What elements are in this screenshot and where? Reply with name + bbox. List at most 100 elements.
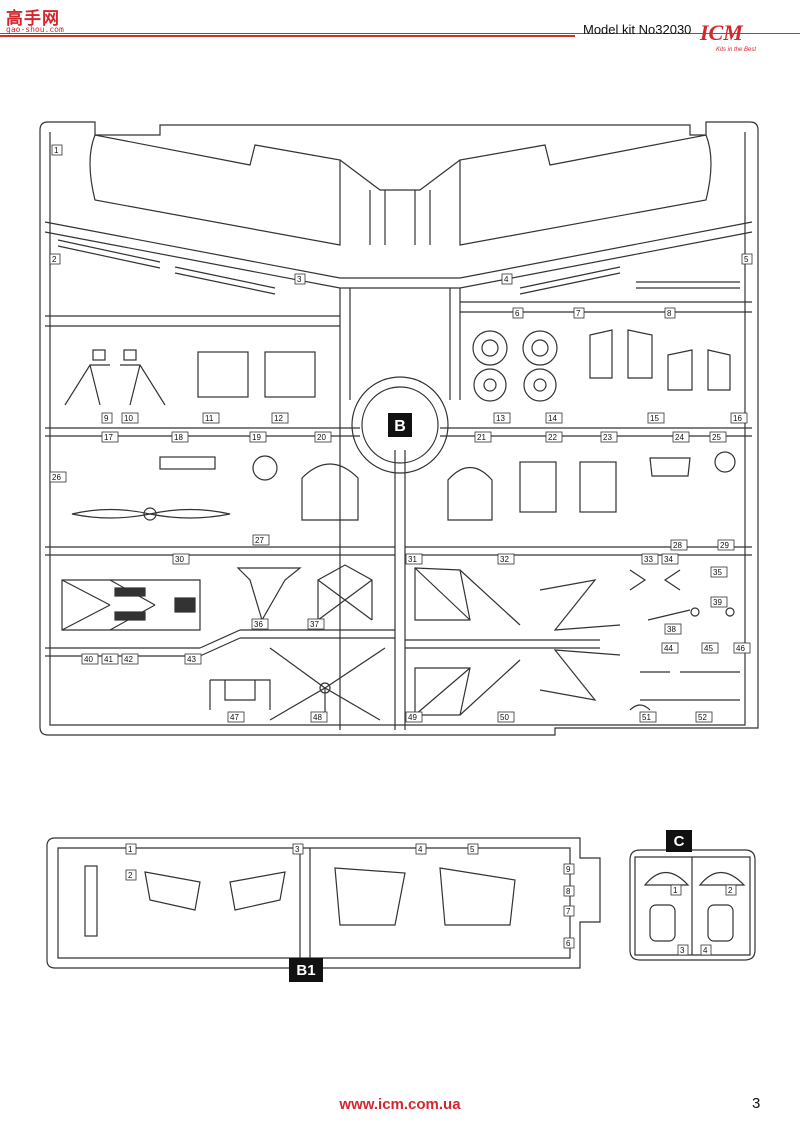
sprue-b-part-label: 47 [230, 713, 239, 722]
sprue-b-part-label: 29 [720, 541, 729, 550]
sprue-b-part-label-box [695, 711, 713, 723]
sprue-b-part-label: 8 [667, 309, 672, 318]
sprue-b-part-label-box [661, 553, 679, 565]
sprue-b-part-label-box [709, 431, 727, 443]
sprue-b-part-label: 33 [644, 555, 653, 564]
sprue-b-part-label: 9 [104, 414, 109, 423]
sprue-b-part-label: 25 [712, 433, 721, 442]
site-logo[interactable]: 高手网 [6, 9, 60, 29]
sprue-b-part-label: 10 [124, 414, 133, 423]
header-rule [0, 33, 800, 34]
sprue-b-part-label-box [252, 534, 270, 546]
sprue-b-part-label: 13 [496, 414, 505, 423]
sprue-b-part-label-box [647, 412, 665, 424]
sprue-b-part-label-box [670, 539, 688, 551]
sprue-b-part-label: 21 [477, 433, 486, 442]
sprue-b-part-label-box [307, 618, 325, 630]
sprue-b1-part-label-box [125, 869, 137, 881]
sprue-b-part-label: 50 [500, 713, 509, 722]
sprue-b1-tag: B1 [296, 962, 315, 979]
header-rule-thick [0, 35, 575, 37]
sprue-b-part-label: 37 [310, 620, 319, 629]
sprue-b-part-label-box [51, 144, 63, 156]
page-number: 3 [752, 1095, 761, 1112]
sprue-b-part-label-box [271, 412, 289, 424]
sprue-b-part-label-box [733, 642, 751, 654]
sprue-c-part-label: 2 [728, 886, 733, 895]
sprue-b1-tag-box [289, 958, 323, 982]
site-url[interactable]: gao-shou.com [6, 25, 64, 34]
sprue-b-tag-box [388, 413, 412, 437]
sprue-b-part-label: 4 [504, 275, 509, 284]
sprue-b-part-label-box [600, 431, 618, 443]
sprue-b-part-label-box [512, 307, 524, 319]
sprue-b-part-label-box [573, 307, 585, 319]
sprue-c-part-label: 1 [673, 886, 678, 895]
sprue-b-part-label-box [49, 471, 67, 483]
sprue-b-part-label: 19 [252, 433, 261, 442]
sprue-b-part-label-box [121, 412, 139, 424]
sprue-b-part-label-box [202, 412, 220, 424]
sprue-b-part-label: 22 [548, 433, 557, 442]
sprue-b-part-label: 20 [317, 433, 326, 442]
sprue-b-part-label-box [227, 711, 245, 723]
sprue-b-part-label-box [474, 431, 492, 443]
sprue-b-part-label-box [405, 711, 423, 723]
sprue-b-part-label-box [405, 553, 423, 565]
sprue-b-part-label: 6 [515, 309, 520, 318]
sprue-b-part-label: 45 [704, 644, 713, 653]
sprue-b-part-label-box [730, 412, 748, 424]
sprue-b-part-label: 15 [650, 414, 659, 423]
sprue-b1-part-label-box [415, 843, 427, 855]
sprue-b-part-label: 34 [664, 555, 673, 564]
sprue-b-part-label: 42 [124, 655, 133, 664]
sprue-b-part-label-box [493, 412, 511, 424]
sprue-b1-part-label-box [125, 843, 137, 855]
sprue-b1-frame [46, 837, 601, 969]
sprue-b-part-label-box [741, 253, 753, 265]
sprue-b-part-label-box [664, 307, 676, 319]
sprue-b-part-label-box [81, 653, 99, 665]
sprue-b1-part-label: 6 [566, 939, 571, 948]
sprue-b1-part-label: 9 [566, 865, 571, 874]
sprue-b-part-label-box [294, 273, 306, 285]
sprue-b1-part-label-box [563, 905, 575, 917]
sprue-b-part-label: 12 [274, 414, 283, 423]
sprue-b-part-label-box [249, 431, 267, 443]
sprue-b-part-label-box [101, 653, 119, 665]
sprue-b1-part-label-box [563, 937, 575, 949]
sprue-c-part-label: 4 [703, 946, 708, 955]
sprue-b-part-label: 51 [642, 713, 651, 722]
sprue-b-part-label: 28 [673, 541, 682, 550]
sprue-b1-part-label: 8 [566, 887, 571, 896]
sprue-b-part-label-box [672, 431, 690, 443]
sprue-b-part-label: 36 [254, 620, 263, 629]
sprue-b-part-label: 24 [675, 433, 684, 442]
sprue-b1-part-label-box [292, 843, 304, 855]
sprue-b-part-label: 43 [187, 655, 196, 664]
sprue-b-part-label: 26 [52, 473, 61, 482]
sprue-b-part-label-box [639, 711, 657, 723]
sprue-b-part-label-box [314, 431, 332, 443]
sprue-b-part-label: 3 [297, 275, 302, 284]
kit-title: Model kit No32030 [583, 22, 692, 37]
sprue-b1-part-label: 2 [128, 871, 133, 880]
brand-logo: ICM [700, 20, 743, 45]
sprue-c-tag: C [674, 833, 685, 850]
sprue-b-part-label: 17 [104, 433, 113, 442]
sprue-b-part-label-box [641, 553, 659, 565]
sprue-b-part-label-box [251, 618, 269, 630]
sprue-b-part-label: 49 [408, 713, 417, 722]
sprue-b-part-label-box [49, 253, 61, 265]
sprue-b-part-label: 35 [713, 568, 722, 577]
sprue-c-tag-box [666, 830, 692, 852]
sprue-b-part-label: 52 [698, 713, 707, 722]
sprue-b-part-label: 5 [744, 255, 749, 264]
sprue-b-part-label-box [664, 623, 682, 635]
sprue-b-part-label: 41 [104, 655, 113, 664]
footer-url[interactable]: www.icm.com.ua [339, 1096, 461, 1113]
sprue-b-frame [39, 121, 759, 736]
